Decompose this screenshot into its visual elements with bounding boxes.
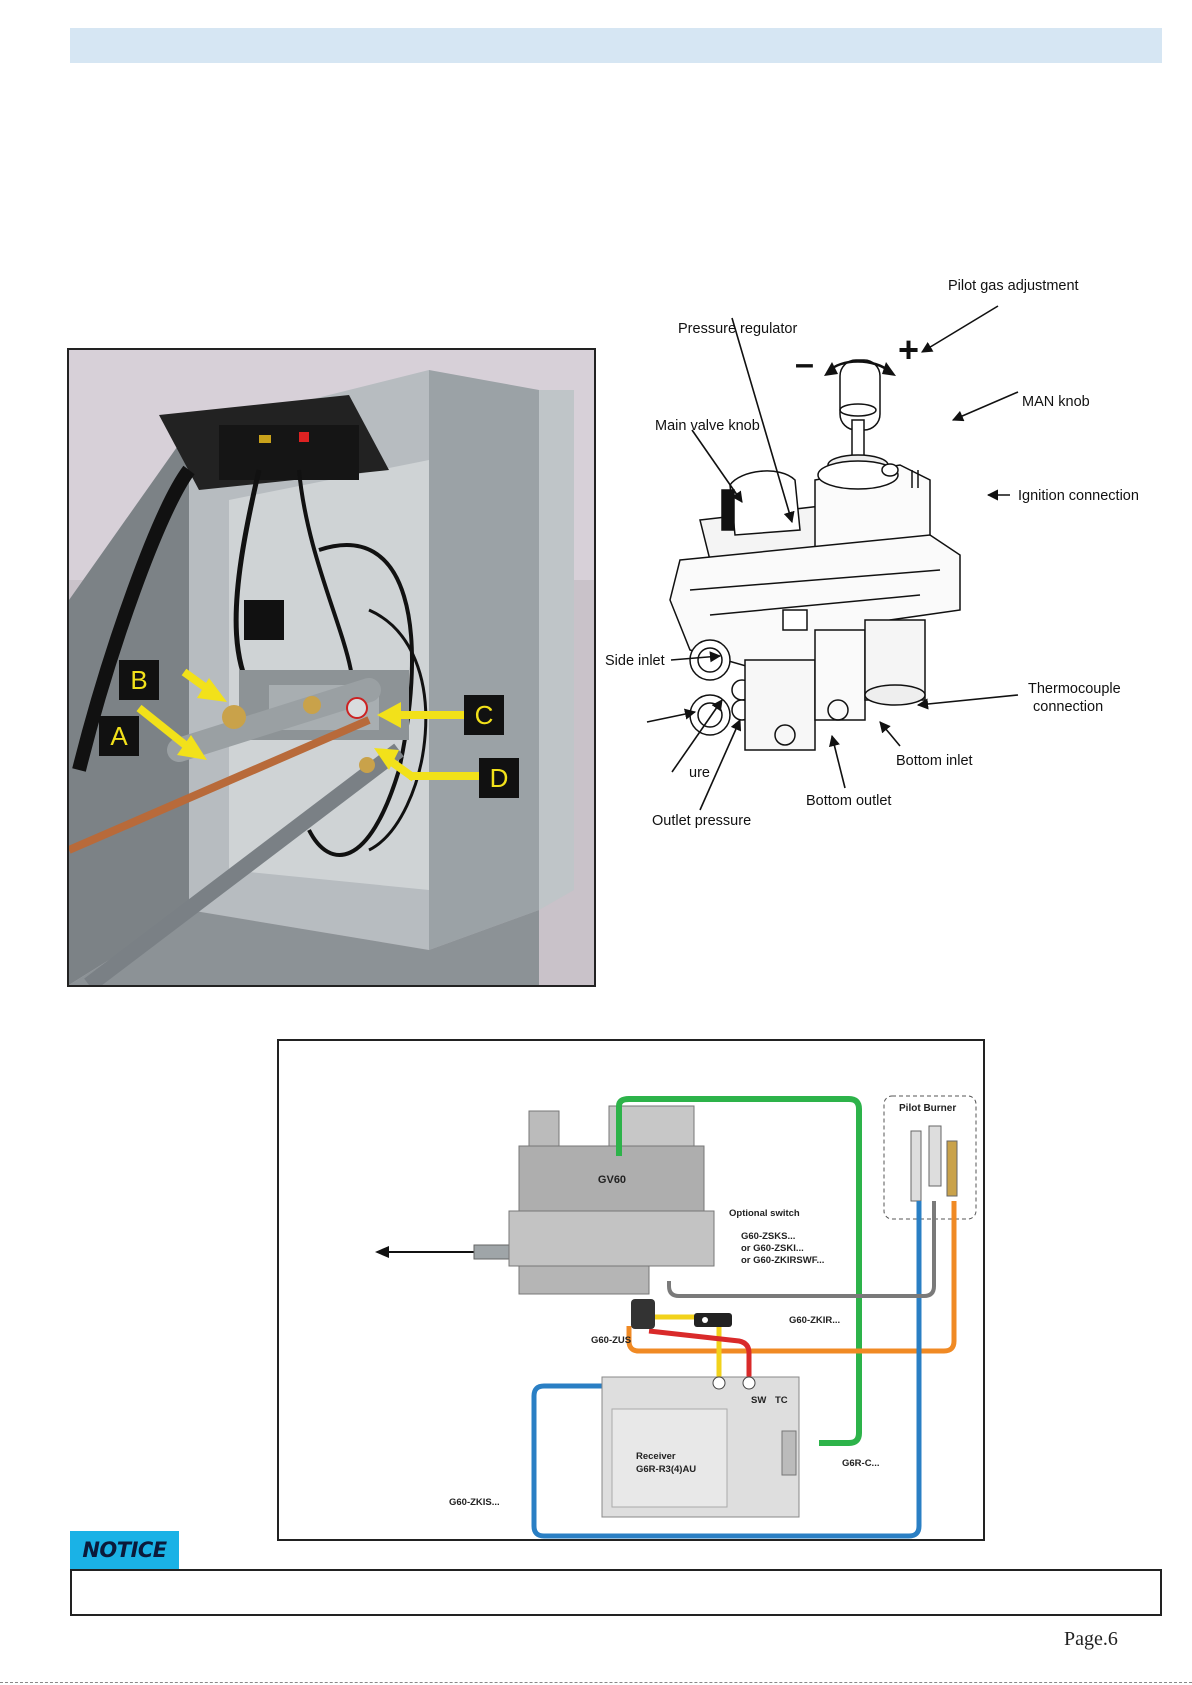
label-receiver: Receiver: [636, 1451, 676, 1462]
label-sw: SW: [751, 1395, 766, 1406]
label-side-inlet: Side inlet: [605, 653, 665, 669]
label-pilot-burner: Pilot Burner: [899, 1103, 956, 1114]
label-tc: TC: [775, 1395, 788, 1406]
valve-enclosure-photo: A B C D: [67, 348, 596, 987]
label-switch-model-2: or G60-ZSKI...: [741, 1243, 804, 1254]
label-g60-zkir: G60-ZKIR...: [789, 1315, 840, 1326]
notice-box: [70, 1569, 1162, 1616]
wire-gray: [667, 1201, 936, 1298]
wire-green: [616, 1096, 862, 1446]
rotation-indicator: – +: [795, 329, 919, 383]
label-switch-model-3: or G60-ZKIRSWF...: [741, 1255, 824, 1266]
gas-valve-diagram: – + Pilot gas adjustment Pressure regula…: [605, 278, 1139, 829]
label-g60-zus: G60-ZUS: [591, 1335, 631, 1346]
label-ignition-connection: Ignition connection: [1018, 488, 1139, 504]
page-bottom-divider: [0, 1682, 1192, 1683]
label-receiver-model: G6R-R3(4)AU: [636, 1464, 696, 1475]
wiring-diagram: GV60 Pilot Burner Optional switch G60-ZS…: [375, 1095, 977, 1539]
wire-red: [648, 1328, 752, 1379]
label-optional-switch: Optional switch: [729, 1208, 800, 1219]
photo-illustration: A B C D: [69, 350, 594, 985]
label-thermocouple-connection-line2: connection: [1033, 699, 1103, 715]
photo-label-d: D: [490, 763, 509, 793]
wiring-diagram-box: GV60 Pilot Burner Optional switch G60-ZS…: [277, 1039, 985, 1541]
pilot-burner-box: [883, 1095, 977, 1220]
photo-label-b: B: [130, 665, 147, 695]
notice-badge: NOTICE: [70, 1531, 179, 1569]
label-g60-zkis: G60-ZKIS...: [449, 1497, 500, 1508]
label-switch-model-1: G60-ZSKS...: [741, 1231, 795, 1242]
wire-blue: [531, 1201, 922, 1539]
optional-switch-icon: [694, 1313, 732, 1327]
photo-label-a: A: [110, 721, 128, 751]
label-inlet-pressure-partial: ure: [689, 765, 710, 781]
minus-sign: –: [795, 345, 814, 383]
label-pressure-regulator: Pressure regulator: [678, 321, 797, 337]
label-g6r-c: G6R-C...: [842, 1458, 879, 1469]
valve-body-drawing: [669, 359, 961, 751]
wire-orange: [626, 1201, 957, 1354]
label-bottom-inlet: Bottom inlet: [896, 753, 973, 769]
label-gv60: GV60: [598, 1174, 626, 1186]
label-main-valve-knob: Main valve knob: [655, 418, 760, 434]
label-bottom-outlet: Bottom outlet: [806, 793, 891, 809]
label-pilot-gas-adjustment: Pilot gas adjustment: [948, 278, 1079, 294]
photo-label-c: C: [475, 700, 494, 730]
plus-sign: +: [898, 329, 919, 370]
label-outlet-pressure: Outlet pressure: [652, 813, 751, 829]
label-man-knob: MAN knob: [1022, 394, 1090, 410]
page-number: Page.6: [1064, 1628, 1118, 1650]
section-header-bar: [70, 28, 1162, 63]
label-thermocouple-connection-line1: Thermocouple: [1028, 681, 1121, 697]
